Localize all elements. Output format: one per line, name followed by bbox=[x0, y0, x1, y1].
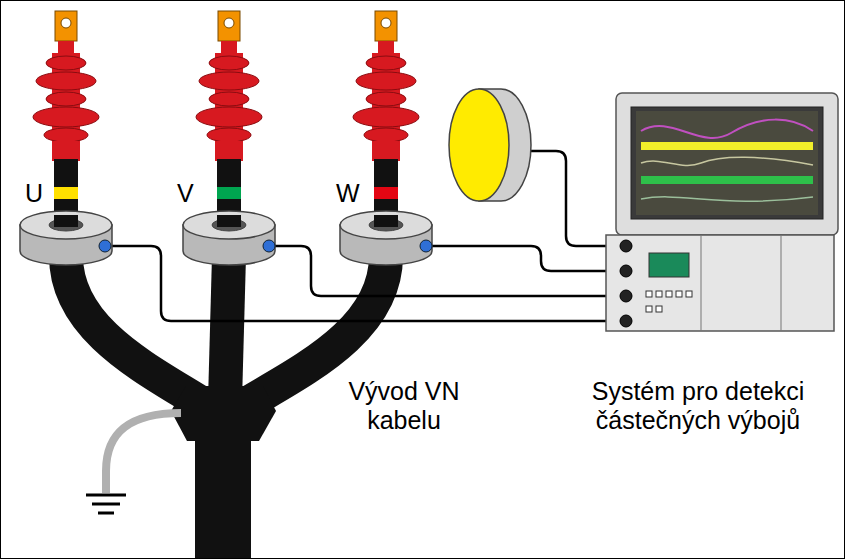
system-label: Systém pro detekci částečných výbojů bbox=[554, 377, 842, 435]
phase-band bbox=[217, 187, 241, 199]
phase-label: V bbox=[177, 179, 194, 208]
monitor bbox=[616, 93, 838, 241]
signal-wire bbox=[111, 151, 613, 321]
ground-wire bbox=[106, 413, 181, 493]
phase-label: U bbox=[25, 179, 43, 208]
current-sensor bbox=[183, 211, 275, 265]
cable-label: Vývod VN kabelu bbox=[319, 377, 489, 435]
cable bbox=[66, 256, 386, 559]
current-sensor bbox=[340, 211, 432, 265]
phase-label: W bbox=[336, 179, 360, 208]
current-sensor bbox=[20, 211, 112, 265]
ground-symbol bbox=[86, 495, 126, 513]
pd-detector bbox=[606, 235, 834, 331]
phase-band bbox=[54, 187, 78, 199]
antenna-sensor bbox=[449, 89, 509, 201]
cable-joint bbox=[171, 386, 276, 441]
phase-band bbox=[374, 187, 398, 199]
